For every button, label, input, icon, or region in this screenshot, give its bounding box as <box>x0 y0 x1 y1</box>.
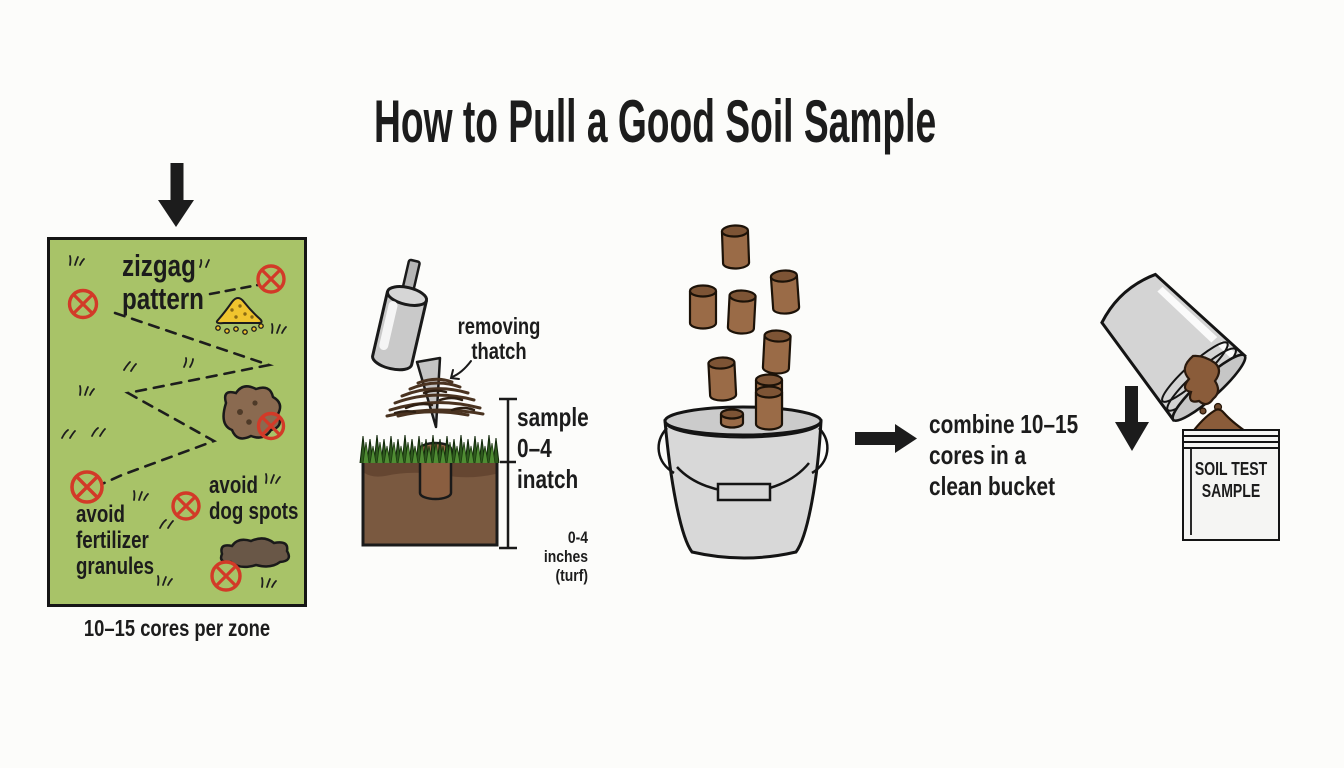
cores-per-zone-caption: 10–15 cores per zone <box>83 615 271 641</box>
avoid-fert-line-1: avoid <box>76 501 125 528</box>
avoid-fert-line-3: granules <box>76 553 155 580</box>
depth-measure-bracket <box>499 397 517 550</box>
bag-zip-line <box>1184 434 1278 437</box>
bag-zip-line <box>1184 446 1278 449</box>
page-title-text: How to Pull a Good Soil Sample <box>374 88 937 155</box>
soil-probe-illustration <box>359 258 517 550</box>
lawn-zone-panel: zizgag pattern avoid dog spots avoid fer… <box>47 237 307 607</box>
combine-cores-label: combine 10–15 cores in a clean bucket <box>929 409 1115 502</box>
pattern-line-2: pattern <box>122 281 204 316</box>
zigzag-pattern-label: zizgag pattern <box>122 249 227 315</box>
avoid-fert-line-2: fertilizer <box>76 527 149 554</box>
cores-on-lid <box>719 385 784 431</box>
depth-line-2: 0–4 <box>517 433 552 463</box>
down-arrow-icon <box>158 163 194 227</box>
sample-bag: SOIL TEST SAMPLE <box>1182 429 1280 541</box>
removing-line-1: removing <box>457 313 541 339</box>
fertilizer-pile <box>215 297 264 335</box>
bucket-illustration <box>657 223 829 560</box>
avoid-fertilizer-label: avoid fertilizer granules <box>76 502 176 580</box>
right-arrow-icon <box>855 424 917 453</box>
bucket-handle-grip <box>716 482 772 502</box>
bag-label: SOIL TEST SAMPLE <box>1194 458 1267 502</box>
bag-fold-line <box>1190 449 1192 535</box>
removing-line-2: thatch <box>471 338 527 364</box>
avoid-dog-spots-label: avoid dog spots <box>209 473 324 525</box>
tilted-bucket <box>1100 272 1247 423</box>
lawn-zone-illustration <box>61 255 291 592</box>
avoid-dog-line-2: dog spots <box>209 498 299 525</box>
clean-bucket <box>657 385 829 560</box>
grass-tuft-icons <box>61 255 287 588</box>
falling-cores <box>688 223 801 419</box>
pouring-bucket-illustration <box>1100 272 1248 451</box>
pouring-soil <box>1183 354 1221 406</box>
combine-line-2: cores in a <box>929 440 1027 470</box>
combine-line-1: combine 10–15 <box>929 409 1079 439</box>
scale-label-text: 0-4 inches <box>543 528 588 566</box>
grass-row <box>359 434 500 464</box>
scale-sublabel-text: (turf) <box>555 566 588 585</box>
soil-probe <box>371 258 429 372</box>
bag-label-line-2: SAMPLE <box>1201 481 1261 501</box>
combine-line-3: clean bucket <box>929 471 1056 501</box>
sample-depth-label: sample 0–4 inatch <box>517 402 607 495</box>
depth-line-1: sample <box>517 402 589 432</box>
page-title: How to Pull a Good Soil Sample <box>374 92 1281 152</box>
curved-arrow-icon <box>449 360 472 380</box>
depth-scale-label: 0-4 inches (turf) <box>506 528 588 585</box>
zigzag-path <box>100 283 275 486</box>
pattern-line-1: zizgag <box>122 248 196 283</box>
removing-thatch-label: removing thatch <box>446 314 552 364</box>
avoid-dog-line-1: avoid <box>209 472 258 499</box>
down-arrow-icon-2 <box>1115 386 1149 451</box>
bag-label-line-1: SOIL TEST <box>1194 459 1268 479</box>
no-sampling-icons <box>67 264 286 592</box>
bag-zip-line <box>1184 440 1278 443</box>
thatch-pile <box>385 377 485 418</box>
depth-line-3: inatch <box>517 464 579 494</box>
